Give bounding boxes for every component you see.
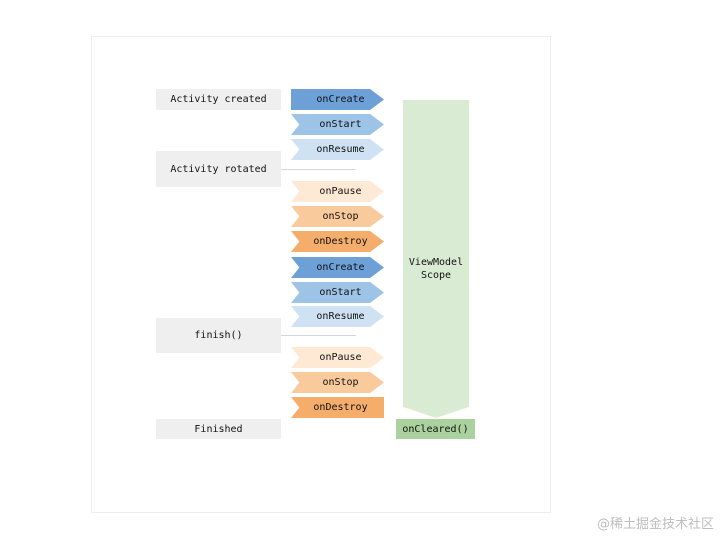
step-label: onResume [316, 144, 365, 155]
state-activity-rotated: Activity rotated [156, 151, 281, 187]
step-onstart-2: onStart [291, 282, 384, 303]
state-finish-call: finish() [156, 318, 281, 353]
step-label: onCreate [316, 94, 365, 105]
step-onstop-1: onStop [291, 206, 384, 227]
step-onresume-1: onResume [291, 139, 384, 160]
viewmodel-scope-arrow [403, 100, 469, 418]
oncleared-box: onCleared() [396, 419, 475, 439]
watermark: @稀土掘金技术社区 [596, 517, 714, 532]
rotated-divider [281, 169, 356, 170]
step-label: onStart [319, 119, 362, 130]
step-onpause-2: onPause [291, 347, 384, 368]
step-onstart-1: onStart [291, 114, 384, 135]
step-onstop-2: onStop [291, 372, 384, 393]
step-label: onStop [322, 211, 359, 222]
step-label: onPause [319, 352, 362, 363]
step-label: onStop [322, 377, 359, 388]
step-label: onCreate [316, 262, 365, 273]
step-label: onResume [316, 311, 365, 322]
step-label: onDestroy [313, 236, 368, 247]
viewmodel-scope-label: ViewModel Scope [403, 256, 469, 282]
step-oncreate-2: onCreate [291, 257, 384, 278]
step-label: onPause [319, 186, 362, 197]
viewmodel-label-line2: Scope [420, 270, 452, 281]
step-onpause-1: onPause [291, 181, 384, 202]
step-label: onStart [319, 287, 362, 298]
state-finished: Finished [156, 419, 281, 439]
state-activity-created: Activity created [156, 89, 281, 110]
step-onresume-2: onResume [291, 306, 384, 327]
step-label: onDestroy [313, 402, 368, 413]
step-ondestroy-1: onDestroy [291, 231, 384, 252]
step-ondestroy-2: onDestroy [291, 397, 384, 418]
step-oncreate-1: onCreate [291, 89, 384, 110]
finish-divider [281, 335, 356, 336]
viewmodel-label-line1: ViewModel [408, 257, 464, 268]
